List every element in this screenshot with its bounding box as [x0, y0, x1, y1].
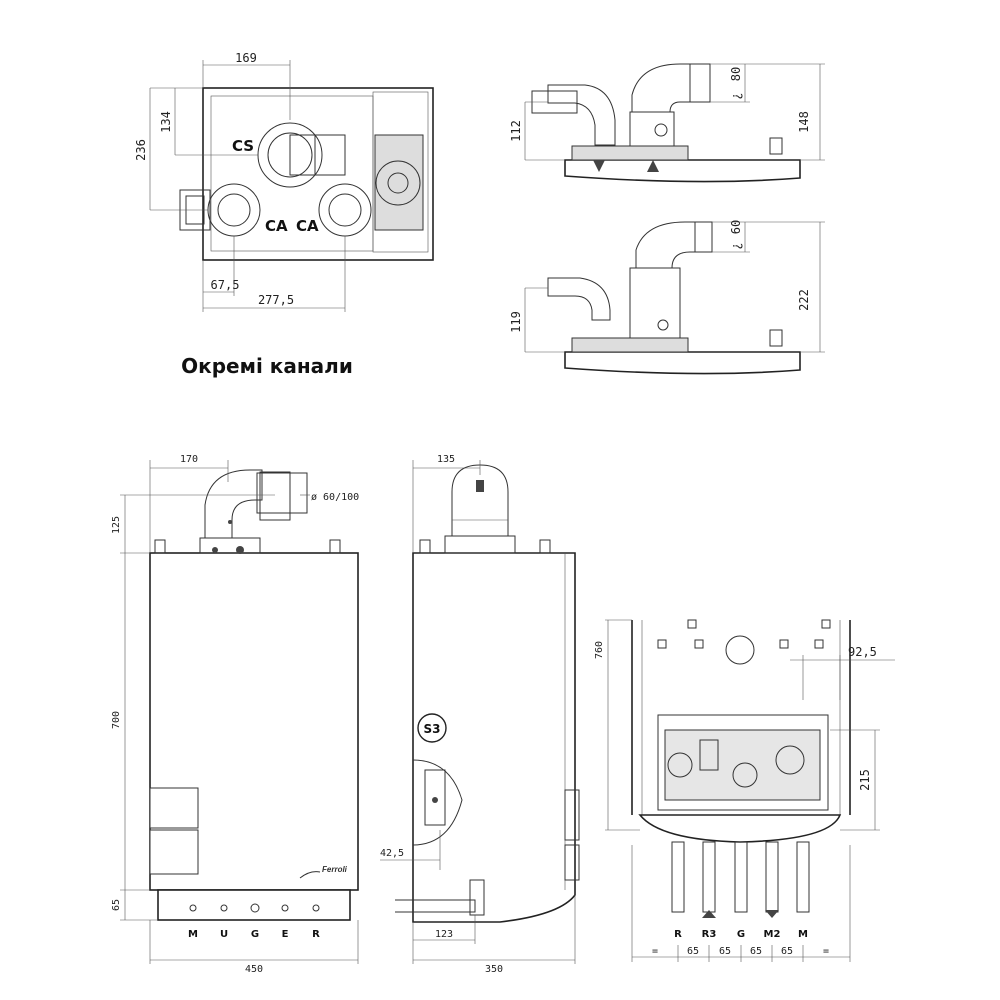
conn-e: E [282, 929, 289, 940]
dim-112: 112 [509, 120, 523, 142]
svg-text:¿: ¿ [729, 242, 743, 249]
dim-65: 65 [111, 899, 122, 911]
dim-170: 170 [180, 454, 198, 465]
dim-236: 236 [134, 139, 148, 161]
conn-g: G [737, 929, 745, 940]
dim-450: 450 [245, 964, 263, 975]
dim-67-5: 67,5 [211, 278, 240, 292]
dim-125: 125 [111, 516, 122, 534]
bottom-connections: R R3 G M2 M [674, 929, 808, 940]
label-cs: CS [232, 137, 254, 155]
side-upper-view: 112 148 80 ¿ [509, 63, 825, 183]
svg-text:S3: S3 [424, 722, 441, 736]
dim-123: 123 [435, 929, 453, 940]
dim-350: 350 [485, 964, 503, 975]
side-view: S3 135 42,5 123 350 [380, 454, 580, 975]
label-ca-left: CA [265, 217, 288, 235]
conn-r: R [674, 929, 682, 940]
dim-135: 135 [437, 454, 455, 465]
conn-r: R [312, 929, 320, 940]
dim-134: 134 [159, 111, 173, 133]
top-plan-view: 169 134 236 67,5 277,5 CS CA CA [134, 51, 434, 312]
badge-s3 [417, 713, 447, 743]
dim-spacing-1: 65 [687, 946, 699, 957]
dim-169: 169 [235, 51, 257, 65]
dim-215: 215 [858, 769, 872, 791]
dim-eq-right: = [823, 946, 829, 957]
dim-spacing-3: 65 [750, 946, 762, 957]
dim-222: 222 [797, 289, 811, 311]
label-ca-right: CA [296, 217, 319, 235]
conn-m: M [188, 929, 198, 940]
hydraulic-block [657, 714, 829, 811]
conn-r3: R3 [702, 929, 717, 940]
dim-700: 700 [111, 711, 122, 729]
conn-u: U [220, 929, 228, 940]
dim-60: 60 [729, 220, 743, 234]
side-lower-view: 119 222 60 ¿ [509, 220, 825, 375]
plan-fan [374, 134, 424, 231]
dim-42-5: 42,5 [380, 848, 404, 859]
dim-80: 80 [729, 67, 743, 81]
conn-g: G [251, 929, 259, 940]
conn-m2: M2 [764, 929, 781, 940]
front-view: Ferroli M U G E R 170 ø 60/100 125 700 6… [111, 454, 359, 975]
dim-eq-left: = [652, 946, 658, 957]
brand-logo: Ferroli [322, 865, 348, 874]
dim-760: 760 [594, 641, 605, 659]
front-connections: M U G E R [188, 903, 320, 940]
heading-separate-channels: Окремі канали [181, 354, 353, 378]
bottom-view: R R3 G M2 M 760 92,5 215 = 65 65 65 65 = [594, 619, 895, 962]
dim-277-5: 277,5 [258, 293, 294, 307]
conn-m: M [798, 929, 808, 940]
svg-text:¿: ¿ [729, 92, 743, 99]
dim-diameter: ø 60/100 [311, 492, 359, 503]
dim-119: 119 [509, 311, 523, 333]
dim-spacing-2: 65 [719, 946, 731, 957]
dim-148: 148 [797, 111, 811, 133]
dim-spacing-4: 65 [781, 946, 793, 957]
dim-92-5: 92,5 [848, 645, 877, 659]
